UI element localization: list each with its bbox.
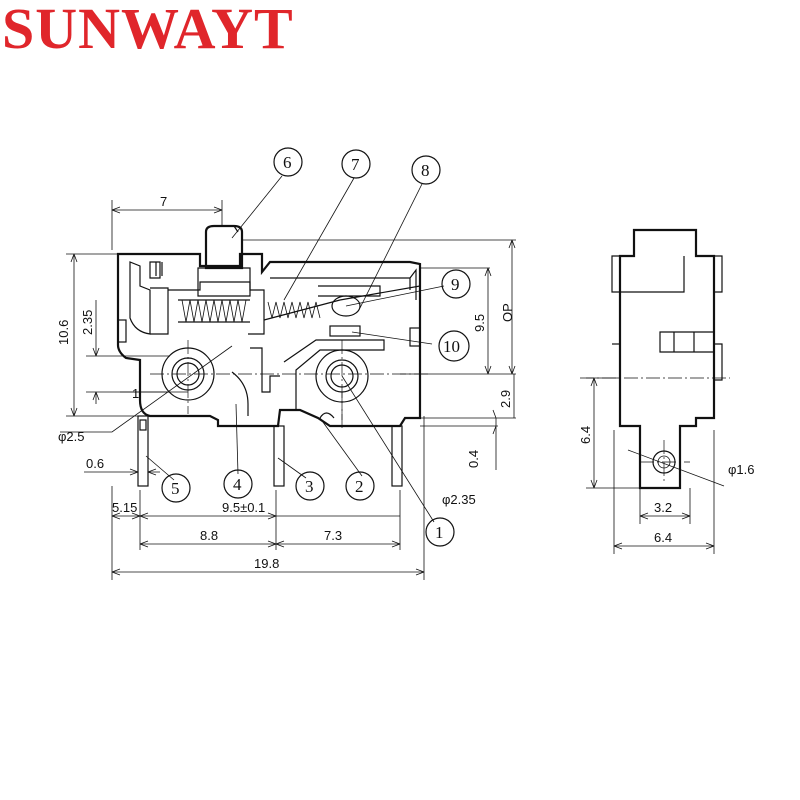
callout-9: 9	[441, 269, 471, 299]
center-lines	[150, 340, 428, 430]
dim-right-hole-dia: φ2.35	[442, 492, 476, 507]
svg-text:8: 8	[421, 161, 430, 180]
callout-8: 8	[411, 155, 441, 185]
side-view-outline	[580, 228, 730, 490]
callout-3: 3	[295, 471, 325, 501]
callout-6: 6	[273, 147, 303, 177]
side-dimension-labels: 6.4 φ1.6 3.2 6.4	[578, 426, 755, 545]
dim-top-width: 7	[160, 194, 167, 209]
side-dim-hole-pos: 3.2	[654, 500, 672, 515]
side-dimension-lines	[586, 377, 725, 554]
svg-text:10: 10	[443, 337, 460, 356]
brand-logo: SUNWAYT	[2, 0, 294, 61]
dim-pin-pitch: 9.5±0.1	[222, 500, 265, 515]
dim-pin-offset: 1	[132, 386, 139, 401]
callout-leaders	[145, 175, 445, 523]
dim-op: OP	[500, 303, 515, 322]
svg-text:9: 9	[451, 275, 460, 294]
front-dimension-labels: 7 10.6 2.35 1 φ2.5 0.6 5.15 9.5±0.1 8.8 …	[56, 194, 515, 571]
dim-overall: 19.8	[254, 556, 279, 571]
svg-text:6: 6	[283, 153, 292, 172]
svg-text:4: 4	[233, 475, 242, 494]
dim-pin-span-b: 7.3	[324, 528, 342, 543]
svg-text:5: 5	[171, 479, 180, 498]
dim-h-9-5: 9.5	[472, 314, 487, 332]
dim-h-2-9: 2.9	[498, 390, 513, 408]
callout-7: 7	[341, 149, 371, 179]
dim-pin-height: 2.35	[80, 310, 95, 335]
dim-hole-dia: φ2.5	[58, 429, 85, 444]
callout-2: 2	[345, 471, 375, 501]
callout-5: 5	[161, 473, 191, 503]
svg-text:7: 7	[351, 155, 360, 174]
front-dimension-lines	[60, 200, 516, 580]
side-dim-hole-dia: φ1.6	[728, 462, 755, 477]
dim-pin-1: 5.15	[112, 500, 137, 515]
svg-text:2: 2	[355, 477, 364, 496]
svg-text:1: 1	[435, 523, 444, 542]
switch-body-outline	[116, 224, 422, 487]
callout-10: 10	[438, 330, 470, 362]
dim-height-total: 10.6	[56, 320, 71, 345]
callout-4: 4	[223, 469, 253, 499]
dim-h-0-4: 0.4	[466, 450, 481, 468]
svg-text:3: 3	[305, 477, 314, 496]
dim-pin-thickness: 0.6	[86, 456, 104, 471]
callout-1: 1	[425, 517, 455, 547]
side-dim-width: 6.4	[654, 530, 672, 545]
dim-pin-span-a: 8.8	[200, 528, 218, 543]
side-dim-height: 6.4	[578, 426, 593, 444]
